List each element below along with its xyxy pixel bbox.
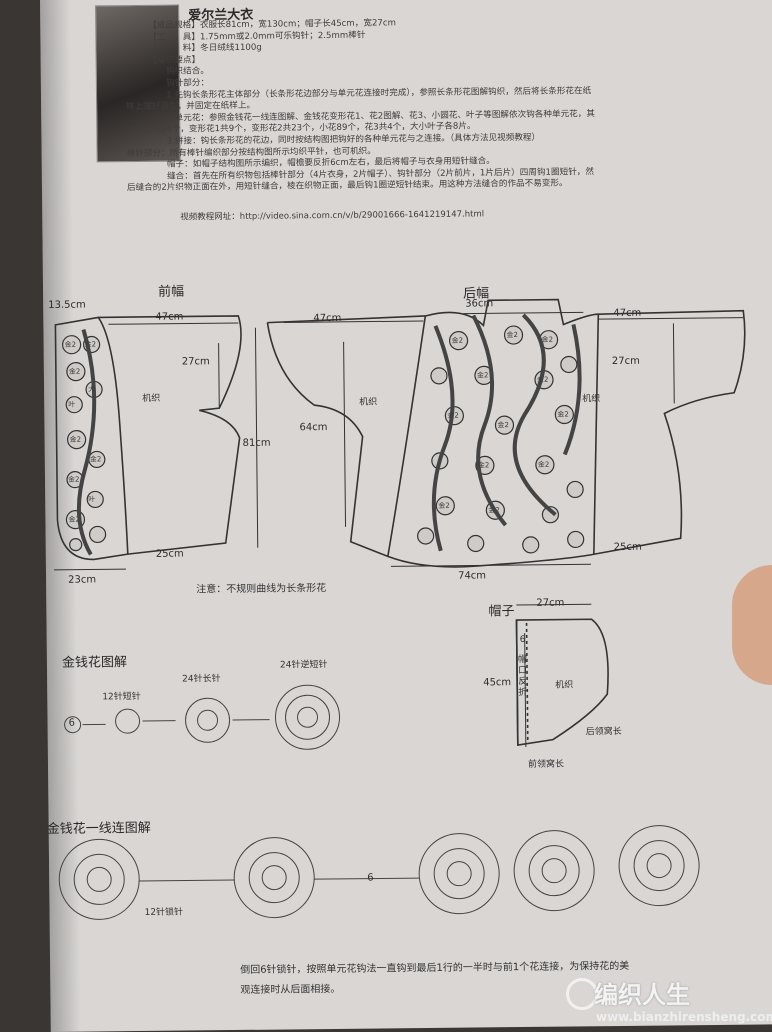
- coin-start-mark: 6: [68, 717, 76, 729]
- back-sleeve-right-outline: [593, 309, 746, 556]
- front-machine-label: 机织: [142, 393, 161, 404]
- coin-step2-label: 24针长针: [182, 674, 221, 685]
- motif-label: 金2: [497, 421, 509, 430]
- hood-outline: [515, 618, 609, 746]
- motif-label: 叶: [88, 495, 96, 504]
- front-body-outline: [54, 316, 129, 561]
- back-dim-width: 74cm: [457, 570, 487, 582]
- coin-chain-label: 12针锁针: [144, 907, 184, 918]
- watermark-url: www.bianzhirensheng.com: [596, 1010, 772, 1024]
- motif-label: 金2: [541, 335, 554, 344]
- coin-step1-label: 12针短针: [102, 691, 141, 703]
- hood-machine-label: 机织: [555, 680, 574, 691]
- front-curves: [76, 328, 97, 556]
- motif-label: 金2: [84, 340, 97, 349]
- back-dim-sleeve-right: 47cm: [613, 307, 642, 320]
- coin-step3-label: 24针逆短针: [279, 660, 328, 671]
- diagram-canvas: [53, 298, 746, 920]
- back-dim-body: 64cm: [299, 422, 328, 434]
- motif-label: 金2: [477, 461, 490, 470]
- back-sleeve-left-outline: [266, 322, 389, 558]
- hood-title: 帽子: [488, 604, 515, 620]
- front-dim-length: 81cm: [242, 437, 271, 449]
- motif-label: 大: [88, 385, 96, 394]
- hood-back-neck: 后领窝长: [585, 726, 622, 738]
- coin-flower-title: 金钱花图解: [61, 655, 128, 671]
- watermark-brand: 编织人生: [594, 980, 690, 1009]
- coin-chain-start-mark: 6: [367, 872, 374, 884]
- motif-label: 金2: [451, 336, 464, 345]
- front-dim-cuff: 25cm: [155, 548, 184, 560]
- back-body-outline: [386, 298, 600, 568]
- back-dim-armhole: 27cm: [611, 355, 640, 368]
- back-machine-label-left: 机织: [359, 397, 378, 408]
- front-dim-sleeve: 47cm: [155, 311, 184, 323]
- finger-thumb: [732, 565, 772, 685]
- motif-label: 金2: [89, 455, 102, 464]
- hood-dim-width: 27cm: [536, 597, 565, 609]
- motif-label: 金2: [476, 371, 489, 380]
- front-dim-neck: 13.5cm: [48, 299, 86, 311]
- motif-label: 金2: [69, 435, 82, 444]
- book-page: 爱尔兰大衣 【成品规格】衣服长81cm，宽130cm；帽子长45cm，宽27cm…: [40, 0, 772, 1032]
- motif-label: 金2: [537, 460, 550, 469]
- front-dim-width: 23cm: [68, 574, 97, 586]
- coin-chain-caption-line2: 观连接时从后面相接。: [240, 983, 341, 996]
- motif-label: 金2: [447, 411, 459, 420]
- back-dim-neck: 36cm: [465, 298, 494, 310]
- motif-label: 金2: [536, 375, 549, 384]
- motif-label: 金2: [68, 515, 80, 524]
- back-dim-cuff: 25cm: [613, 541, 642, 554]
- hood-dim-fold: 6: [519, 634, 526, 646]
- motif-label: 金2: [506, 331, 519, 340]
- motif-label: 金2: [67, 475, 80, 484]
- motif-label: 叶: [68, 400, 76, 409]
- motif-label: 金2: [557, 410, 569, 419]
- coin-flower-diagrams: [64, 684, 341, 750]
- hood-front-neck: 前领窝长: [527, 759, 565, 770]
- motif-label: 金2: [488, 506, 500, 515]
- back-machine-label-right: 机织: [582, 394, 601, 405]
- coin-chain-diagrams: [58, 825, 700, 920]
- front-panel-title: 前幅: [157, 284, 185, 300]
- back-curves: [431, 313, 582, 552]
- motif-label: 金2: [68, 367, 81, 376]
- hood-fold-label: 帽口反折: [517, 654, 528, 699]
- watermark-logo-icon: [566, 978, 598, 1010]
- motif-label: 金2: [438, 501, 450, 510]
- back-dim-sleeve-left: 47cm: [313, 312, 342, 325]
- hood-dim-height: 45cm: [483, 677, 512, 689]
- motif-label: 金2: [64, 340, 77, 349]
- coin-chain-title: 金钱花一线连图解: [46, 820, 151, 837]
- front-dim-armhole: 27cm: [181, 356, 210, 368]
- curve-note: 注意：不规则曲线为长条形花: [196, 583, 327, 596]
